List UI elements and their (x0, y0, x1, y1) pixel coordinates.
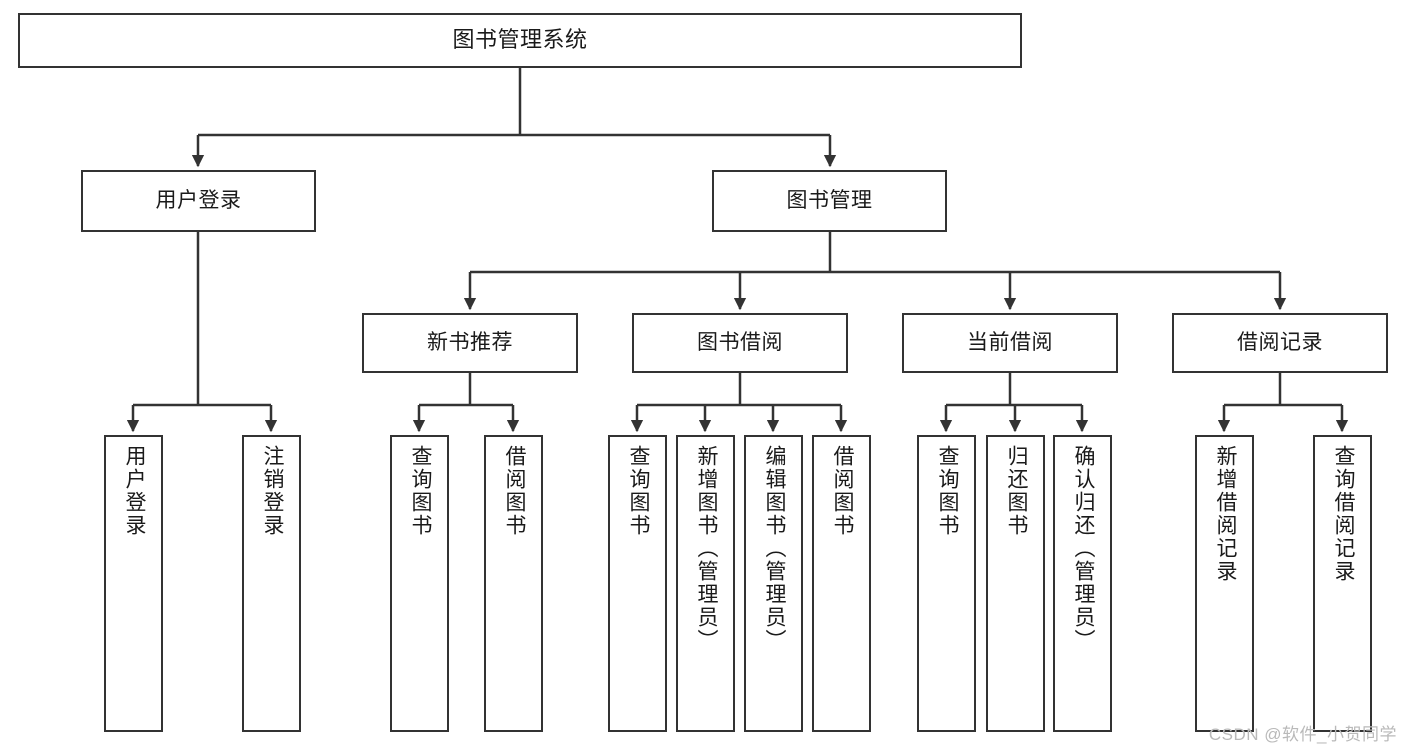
node-leaf-logout-login-label: 注销登录 (260, 445, 284, 537)
node-current-borrow[interactable]: 当前借阅 (902, 313, 1118, 373)
node-leaf-add-book-label: 新增图书（管理员） (694, 445, 718, 652)
node-leaf-add-record[interactable]: 新增借阅记录 (1195, 435, 1254, 732)
node-book-management[interactable]: 图书管理 (712, 170, 947, 232)
node-book-borrow-label: 图书借阅 (697, 331, 783, 355)
node-user-login-label: 用户登录 (155, 189, 242, 213)
node-leaf-borrow-book-1[interactable]: 借阅图书 (484, 435, 543, 732)
node-leaf-query-book-3[interactable]: 查询图书 (917, 435, 976, 732)
node-leaf-confirm-return-label: 确认归还（管理员） (1071, 445, 1095, 652)
node-leaf-query-record-label: 查询借阅记录 (1331, 445, 1355, 583)
node-root[interactable]: 图书管理系统 (18, 13, 1022, 68)
node-new-book-recommend[interactable]: 新书推荐 (362, 313, 578, 373)
node-leaf-query-book-2[interactable]: 查询图书 (608, 435, 667, 732)
node-current-borrow-label: 当前借阅 (967, 331, 1053, 355)
node-leaf-confirm-return[interactable]: 确认归还（管理员） (1053, 435, 1112, 732)
node-leaf-user-login-label: 用户登录 (122, 445, 146, 537)
node-leaf-add-book[interactable]: 新增图书（管理员） (676, 435, 735, 732)
node-leaf-query-book-2-label: 查询图书 (626, 445, 650, 537)
node-leaf-query-book-1-label: 查询图书 (408, 445, 432, 537)
node-leaf-borrow-book-2[interactable]: 借阅图书 (812, 435, 871, 732)
node-leaf-query-book-3-label: 查询图书 (935, 445, 959, 537)
node-leaf-query-book-1[interactable]: 查询图书 (390, 435, 449, 732)
node-leaf-return-book-label: 归还图书 (1004, 445, 1028, 537)
node-leaf-borrow-book-1-label: 借阅图书 (502, 445, 526, 537)
node-leaf-logout-login[interactable]: 注销登录 (242, 435, 301, 732)
node-leaf-query-record[interactable]: 查询借阅记录 (1313, 435, 1372, 732)
node-borrow-record[interactable]: 借阅记录 (1172, 313, 1388, 373)
node-leaf-edit-book-label: 编辑图书（管理员） (762, 445, 786, 652)
node-leaf-return-book[interactable]: 归还图书 (986, 435, 1045, 732)
node-book-management-label: 图书管理 (786, 189, 873, 213)
node-leaf-add-record-label: 新增借阅记录 (1213, 445, 1237, 583)
node-root-label: 图书管理系统 (452, 27, 588, 53)
node-user-login[interactable]: 用户登录 (81, 170, 316, 232)
node-leaf-borrow-book-2-label: 借阅图书 (830, 445, 854, 537)
node-borrow-record-label: 借阅记录 (1237, 331, 1323, 355)
node-new-book-recommend-label: 新书推荐 (427, 331, 513, 355)
node-book-borrow[interactable]: 图书借阅 (632, 313, 848, 373)
node-leaf-user-login[interactable]: 用户登录 (104, 435, 163, 732)
node-leaf-edit-book[interactable]: 编辑图书（管理员） (744, 435, 803, 732)
